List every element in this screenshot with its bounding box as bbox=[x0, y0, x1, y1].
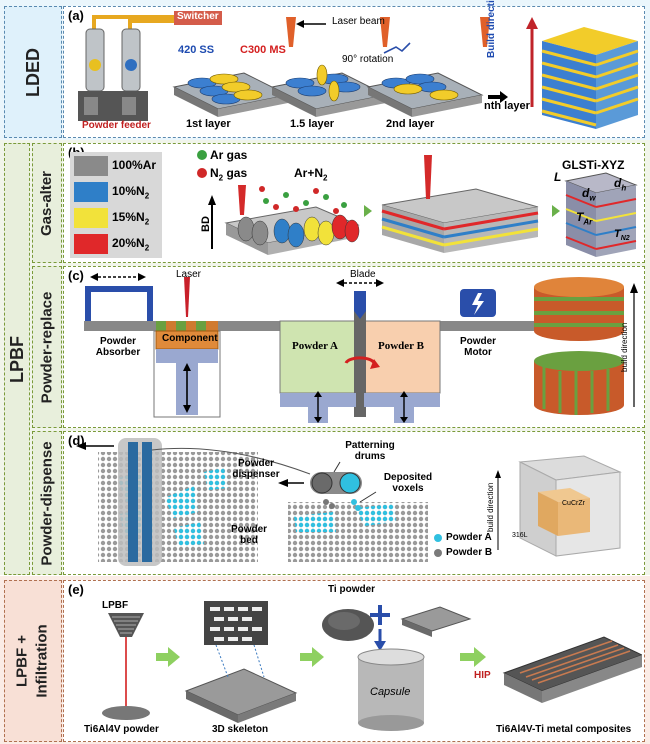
ti6al4v-powder-label: Ti6Al4V powder bbox=[84, 724, 159, 735]
panel-c-label: (c) bbox=[68, 268, 84, 283]
powder-motor-label: Powder Motor bbox=[459, 336, 497, 358]
cylinder-1 bbox=[534, 277, 624, 341]
legend-swatch-ar bbox=[74, 156, 108, 176]
blade-label: Blade bbox=[350, 269, 376, 280]
panel-e-drawing bbox=[102, 601, 642, 731]
ti-powder-label: Ti powder bbox=[328, 584, 376, 595]
tar-label: TAr bbox=[576, 210, 593, 227]
switcher-box bbox=[174, 11, 222, 25]
ar-gas-label: Ar gas bbox=[210, 148, 248, 162]
l-label: L bbox=[554, 170, 562, 184]
panel-c-drawing bbox=[84, 273, 638, 423]
cucrzr-label: CuCrZr bbox=[562, 500, 585, 507]
ar-n2-label: Ar+N2 bbox=[294, 166, 328, 183]
layer-2-label: 2nd layer bbox=[386, 118, 435, 130]
legend-ar: 100%Ar bbox=[112, 158, 157, 172]
legend-swatch-n20 bbox=[74, 234, 108, 254]
glsti-label: GLSTi-XYZ bbox=[562, 158, 625, 172]
build-direction-label-a: Build direction bbox=[486, 0, 497, 58]
panel-e-label: (e) bbox=[68, 582, 84, 597]
rotation-label: 90° rotation bbox=[342, 54, 394, 65]
nth-layer-block bbox=[541, 27, 639, 129]
gas-alter-label: Gas-alter bbox=[32, 143, 62, 263]
gas-legend: 100%Ar 10%N2 15%N2 20%N2 bbox=[70, 152, 162, 258]
layer-plate-1 bbox=[172, 72, 290, 117]
legend-swatch-n10 bbox=[74, 182, 108, 202]
legend-powder-a: Powder A bbox=[446, 532, 492, 543]
infiltration-section-label: LPBF + Infiltration bbox=[4, 580, 62, 742]
panel-b-drawing bbox=[197, 150, 638, 257]
bd-label: BD bbox=[200, 216, 212, 232]
powder-a-label-c: Powder A bbox=[292, 340, 338, 352]
ms-label: C300 MS bbox=[240, 44, 286, 56]
layer-plate-3 bbox=[366, 72, 484, 117]
powder-bed-label: Powder bed bbox=[230, 524, 268, 546]
ss-label: 420 SS bbox=[178, 44, 215, 56]
panel-a-label: (a) bbox=[68, 8, 84, 23]
build-direction-label-d: build direction bbox=[486, 482, 495, 532]
lpbf-section-label: LPBF bbox=[4, 143, 30, 575]
hip-label: HIP bbox=[474, 670, 491, 681]
legend-n20: 20%N2 bbox=[112, 236, 150, 253]
panel-a-drawing bbox=[78, 11, 639, 129]
powder-b-label-c: Powder B bbox=[378, 340, 424, 352]
capsule-label: Capsule bbox=[370, 686, 411, 698]
laser-beam-label: Laser beam bbox=[332, 16, 385, 27]
deposited-voxels-label: Deposited voxels bbox=[383, 472, 433, 494]
skeleton-label: 3D skeleton bbox=[212, 724, 269, 735]
lpbf-nozzle-icon bbox=[102, 613, 150, 720]
powder-dispense-label: Powder-dispense bbox=[32, 431, 62, 575]
laser-label-c: Laser bbox=[176, 269, 202, 280]
layer-1-label: 1st layer bbox=[186, 118, 231, 130]
n2-gas-label: N2 gas bbox=[210, 166, 248, 183]
powder-absorber-label: Powder Absorber bbox=[95, 336, 141, 358]
cube-316l bbox=[518, 455, 622, 557]
patterning-drums-label: Patterning drums bbox=[345, 440, 395, 462]
legend-swatch-n15 bbox=[74, 208, 108, 228]
dw-label: dw bbox=[582, 186, 596, 203]
legend-powder-b: Powder B bbox=[446, 547, 493, 558]
layer-plate-2 bbox=[270, 64, 388, 117]
powder-feeder-label: Powder feeder bbox=[82, 120, 151, 131]
switcher-label: Switcher bbox=[177, 11, 219, 22]
legend-n10: 10%N2 bbox=[112, 184, 150, 201]
dh-label: dh bbox=[614, 176, 627, 193]
panel-d-drawing bbox=[76, 438, 622, 566]
component-label: Component bbox=[162, 333, 218, 344]
lpbf-label-e: LPBF bbox=[102, 600, 129, 611]
layer-1-5-label: 1.5 layer bbox=[290, 118, 335, 130]
powder-dispenser-label: Powder dispenser bbox=[232, 458, 280, 480]
laser-beam-1 bbox=[286, 17, 296, 47]
cylinder-2 bbox=[534, 351, 624, 415]
build-direction-label-c: build direction bbox=[620, 322, 629, 372]
powder-replace-label: Powder-replace bbox=[32, 266, 62, 428]
legend-n15: 15%N2 bbox=[112, 210, 150, 227]
steel-label: 316L bbox=[512, 532, 528, 539]
powder-feeder-icon bbox=[78, 15, 184, 121]
composites-label: Ti6Al4V-Ti metal composites bbox=[496, 724, 632, 735]
lded-section-label: LDED bbox=[4, 6, 62, 138]
tn2-label: TN2 bbox=[614, 228, 630, 243]
layer-n-label: nth layer bbox=[484, 100, 530, 112]
